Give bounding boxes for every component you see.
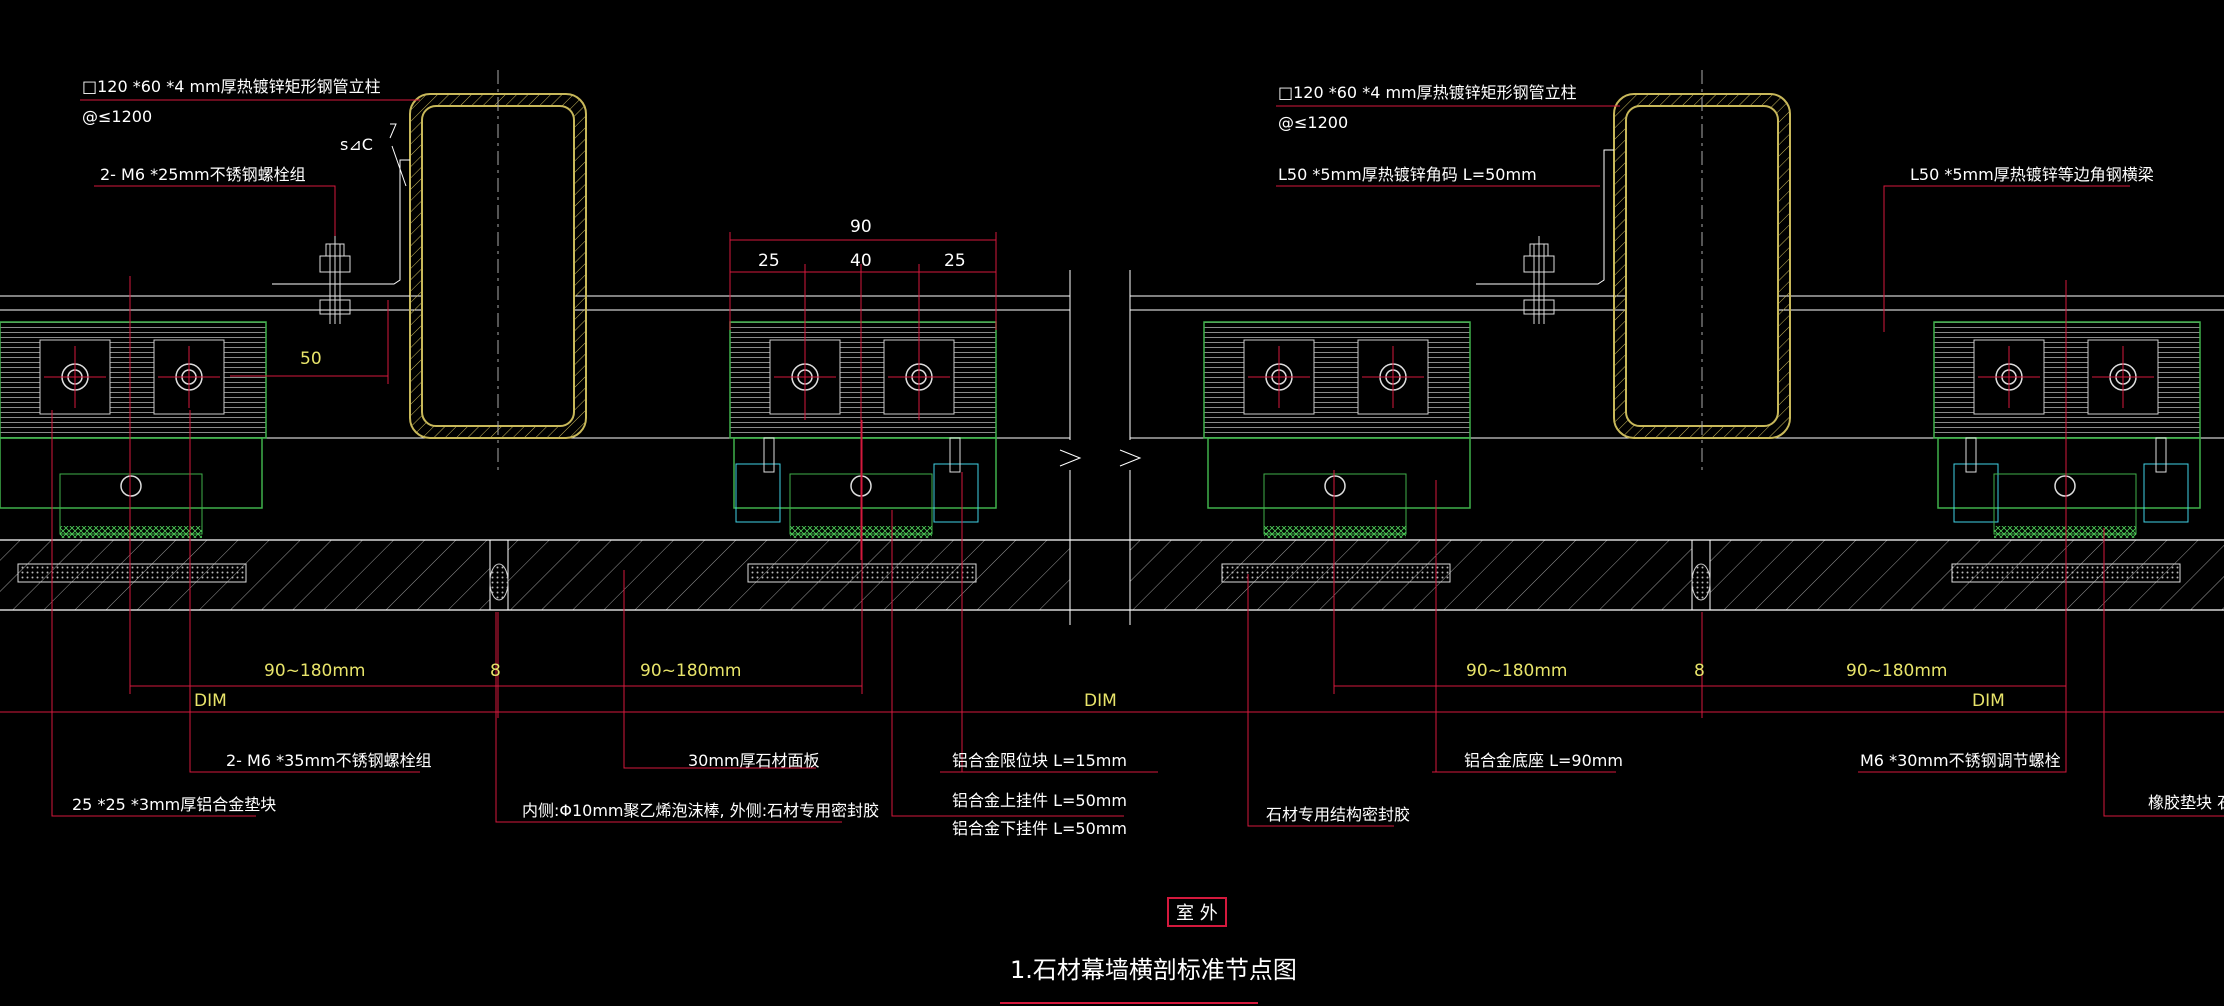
post-spec-label-left: □120 *60 *4 mm厚热镀锌矩形钢管立柱	[82, 77, 381, 96]
dim-span-1: 90~180mm	[264, 661, 365, 681]
drawing-title: 1.石材幕墙横剖标准节点图	[1010, 956, 1297, 984]
bracket-assembly-4	[1933, 321, 2201, 538]
bolt-left	[319, 236, 351, 324]
bracket-assembly-1	[0, 321, 267, 538]
dim-offset: 50	[300, 349, 322, 369]
angle-beam-label: L50 *5mm厚热镀锌等边角钢横梁	[1910, 165, 2154, 184]
limit-block-label: 铝合金限位块 L=15mm	[952, 751, 1127, 770]
bracket-assembly-2	[729, 321, 997, 538]
bolt-centerlines	[44, 346, 2154, 408]
post-spacing-label-right: @≤1200	[1278, 113, 1348, 132]
post-spacing-label-left: @≤1200	[82, 107, 152, 126]
lower-hanger-label: 铝合金下挂件 L=50mm	[952, 819, 1127, 838]
exterior-tag-text: 室 外	[1176, 903, 1218, 924]
angle-section-symbol	[389, 123, 407, 187]
structural-sealant-label: 石材专用结构密封胶	[1266, 805, 1410, 824]
angle-code-left	[272, 159, 410, 297]
stone-panel-band	[0, 539, 2224, 611]
bolt-heads	[61, 363, 2137, 497]
bracket-assembly-3	[1203, 321, 1471, 538]
dim-mid-seg: 40	[850, 251, 872, 271]
leader-lines	[51, 99, 2224, 827]
dim-label-1: DIM	[194, 691, 227, 711]
rubber-pad-label: 橡胶垫块 石	[2148, 793, 2224, 812]
dim-right-seg: 25	[944, 251, 966, 271]
dim-overall: 90	[850, 217, 872, 237]
angle-weld-symbol: s⊿C	[340, 135, 373, 154]
adjust-bolt-label: M6 *30mm不锈钢调节螺栓	[1860, 751, 2061, 770]
upper-hanger-label: 铝合金上挂件 L=50mm	[952, 791, 1127, 810]
sealant-note-label: 内侧:Φ10mm聚乙烯泡沫棒, 外侧:石材专用密封胶	[522, 801, 879, 820]
bolt-group-bottom-label: 2- M6 *35mm不锈钢螺栓组	[226, 751, 432, 770]
bolt-group-top-label: 2- M6 *25mm不锈钢螺栓组	[100, 165, 306, 184]
sealant-joint-right	[1691, 563, 1711, 601]
dim-span-4: 90~180mm	[1846, 661, 1947, 681]
angle-code-right	[1476, 149, 1614, 297]
angle-code-label: L50 *5mm厚热镀锌角码 L=50mm	[1278, 165, 1537, 184]
dimension-lines	[0, 232, 2224, 718]
steel-post-left	[409, 70, 587, 470]
shim-block-label: 25 *25 *3mm厚铝合金垫块	[72, 795, 276, 814]
base-seat-label: 铝合金底座 L=90mm	[1464, 751, 1623, 770]
dim-label-2: DIM	[1084, 691, 1117, 711]
dim-span-3: 90~180mm	[1466, 661, 1567, 681]
dim-joint-1: 8	[490, 661, 501, 681]
dim-joint-2: 8	[1694, 661, 1705, 681]
dim-span-2: 90~180mm	[640, 661, 741, 681]
post-spec-label-right: □120 *60 *4 mm厚热镀锌矩形钢管立柱	[1278, 83, 1577, 102]
sealant-joint-left	[489, 563, 509, 601]
dim-left-seg: 25	[758, 251, 780, 271]
stone-panel-label: 30mm厚石材面板	[688, 751, 820, 770]
angle-beam-lines	[0, 295, 2224, 439]
steel-post-right	[1613, 70, 1791, 470]
break-line	[1059, 270, 1142, 625]
bolt-right	[1523, 236, 1555, 324]
dim-label-3: DIM	[1972, 691, 2005, 711]
exterior-tag: 室 外	[1167, 897, 1227, 927]
